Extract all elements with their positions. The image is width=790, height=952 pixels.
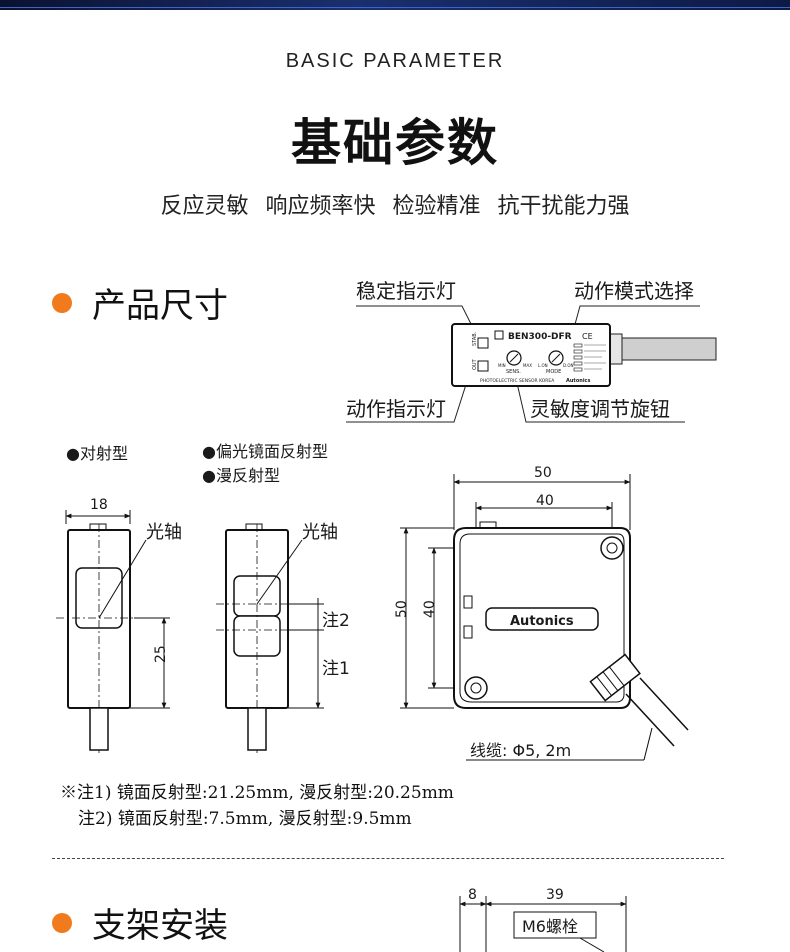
dim-40-side: 40 bbox=[422, 600, 438, 618]
label-sens: SENS. bbox=[506, 369, 521, 375]
dim-18: 18 bbox=[90, 497, 108, 513]
section-header-dimensions: 产品尺寸 bbox=[52, 278, 228, 327]
note-line-1: ※注1) 镜面反射型:21.25mm, 漫反射型:20.25mm bbox=[60, 783, 454, 803]
type-polarized: ●偏光镜面反射型 bbox=[202, 442, 328, 461]
section-header-mount: 支架安装 bbox=[52, 898, 228, 947]
callout-operation-indicator: 动作指示灯 bbox=[346, 397, 446, 421]
label-stab: STAB. bbox=[472, 331, 478, 346]
section-divider bbox=[52, 858, 724, 859]
bullet-dot-icon bbox=[52, 912, 72, 933]
front-brand-plate: Autonics bbox=[510, 614, 574, 629]
ce-mark: CE bbox=[582, 332, 593, 341]
label-mode: MODE bbox=[546, 369, 561, 375]
bullet-dot-icon bbox=[52, 292, 72, 313]
bolt-label: M6螺栓 bbox=[522, 917, 578, 936]
callout-sensitivity-knob: 灵敏度调节旋钮 bbox=[530, 397, 670, 421]
note-line-2: 注2) 镜面反射型:7.5mm, 漫反射型:9.5mm bbox=[78, 809, 412, 829]
label-max: MAX bbox=[523, 363, 532, 368]
note2-marker: 注2 bbox=[322, 611, 350, 631]
type-diffuse: ●漫反射型 bbox=[202, 466, 280, 485]
dim-50-top: 50 bbox=[534, 465, 552, 481]
dim-25: 25 bbox=[153, 645, 169, 663]
page-title: 基础参数 bbox=[291, 114, 499, 172]
dimension-drawing: 18 光轴 25 光轴 注2 注1 50 bbox=[56, 465, 689, 761]
top-banner-strip bbox=[0, 0, 790, 10]
feature-subtitle: 反应灵敏 响应频率快 检验精准 抗干扰能力强 bbox=[160, 194, 630, 219]
dim-40-top: 40 bbox=[536, 493, 554, 509]
callout-stability-indicator: 稳定指示灯 bbox=[356, 279, 456, 303]
english-title: BASIC PARAMETER bbox=[285, 50, 505, 72]
sensor-footer-text: PHOTOELECTRIC SENSOR KOREA bbox=[480, 378, 555, 384]
mount-dim-39: 39 bbox=[546, 887, 564, 903]
label-lon: L.ON bbox=[538, 363, 548, 368]
optical-axis-label-2: 光轴 bbox=[302, 522, 338, 543]
through-beam-view: 18 光轴 25 bbox=[56, 497, 182, 753]
mount-drawing: 8 39 M6螺栓 bbox=[459, 887, 627, 952]
sensor-front-diagram: 稳定指示灯 动作模式选择 动作指示灯 灵敏度调节旋钮 STAB. OUT BEN… bbox=[346, 279, 717, 423]
type-through-beam: ●对射型 bbox=[66, 444, 128, 463]
cable-spec: 线缆: Φ5, 2m bbox=[470, 741, 571, 760]
label-min: MIN bbox=[498, 363, 506, 368]
label-don: D.ON bbox=[563, 363, 574, 368]
label-out: OUT bbox=[472, 358, 478, 370]
note1-marker: 注1 bbox=[322, 659, 350, 679]
front-view: 50 40 Autonics 50 40 bbox=[394, 465, 689, 761]
model-label: BEN300-DFR bbox=[508, 332, 572, 342]
reflective-view: 光轴 注2 注1 bbox=[216, 522, 350, 753]
callout-mode-select: 动作模式选择 bbox=[574, 279, 694, 303]
section-title-mount: 支架安装 bbox=[92, 906, 228, 946]
type-labels: ●对射型 ●偏光镜面反射型 ●漫反射型 bbox=[66, 442, 328, 485]
dim-50-side: 50 bbox=[394, 600, 410, 618]
mount-dim-8: 8 bbox=[468, 887, 477, 903]
optical-axis-label-1: 光轴 bbox=[146, 522, 182, 543]
sensor-brand: Autonics bbox=[566, 378, 590, 384]
section-title-dimensions: 产品尺寸 bbox=[92, 286, 228, 326]
